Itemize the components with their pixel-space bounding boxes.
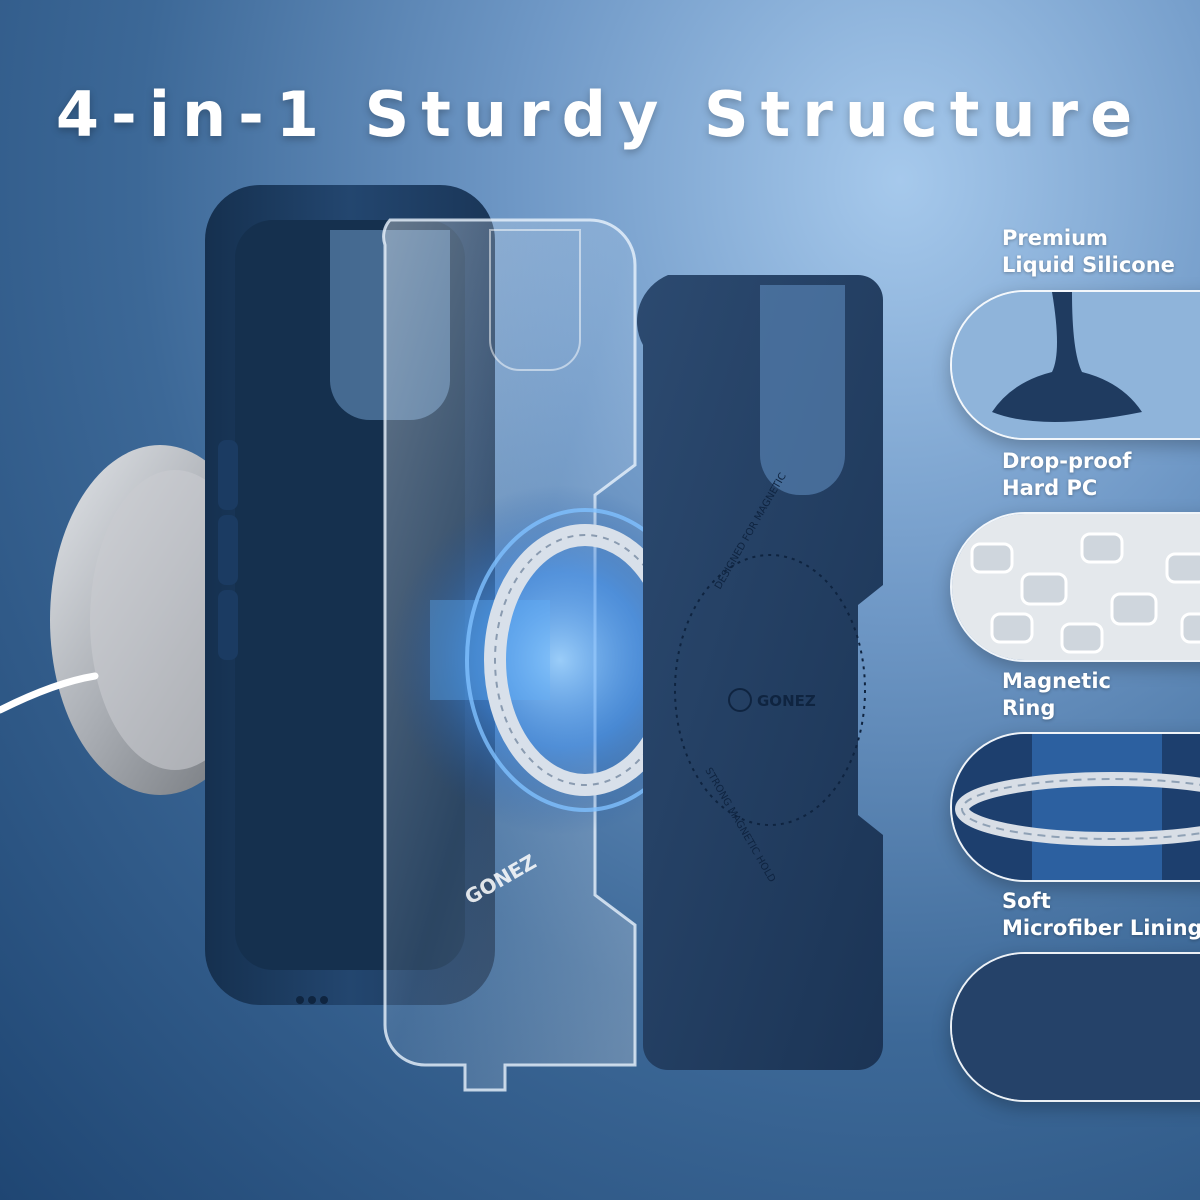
lining-brand-logo: GONEZ: [757, 692, 816, 710]
feature-label-hard-pc: Drop-proof Hard PC: [1002, 449, 1132, 500]
exploded-case-illustration: GONEZ GONEZ DESIGNED FOR MAGNETIC STRONG…: [0, 185, 883, 1092]
microfiber-swatch: [950, 952, 1200, 1102]
microfiber-lining: [636, 275, 883, 1070]
headline: 4-in-1 Sturdy Structure: [55, 78, 1145, 151]
magnetic-ring-swatch: [950, 732, 1200, 882]
side-button: [218, 515, 238, 585]
camera-cutout: [760, 285, 845, 495]
feature-label-liquid-silicone: Premium Liquid Silicone: [1002, 226, 1175, 277]
liquid-silicone-swatch: [950, 290, 1200, 440]
clear-pc-pellets-swatch: [950, 512, 1200, 662]
feature-label-magnetic-ring: Magnetic Ring: [1002, 669, 1111, 720]
feature-label-microfiber: Soft Microfiber Lining: [1002, 889, 1200, 940]
side-button: [218, 590, 238, 660]
charger-cable: [0, 672, 99, 714]
brand-mark-icon: [728, 688, 752, 712]
side-button: [218, 440, 238, 510]
